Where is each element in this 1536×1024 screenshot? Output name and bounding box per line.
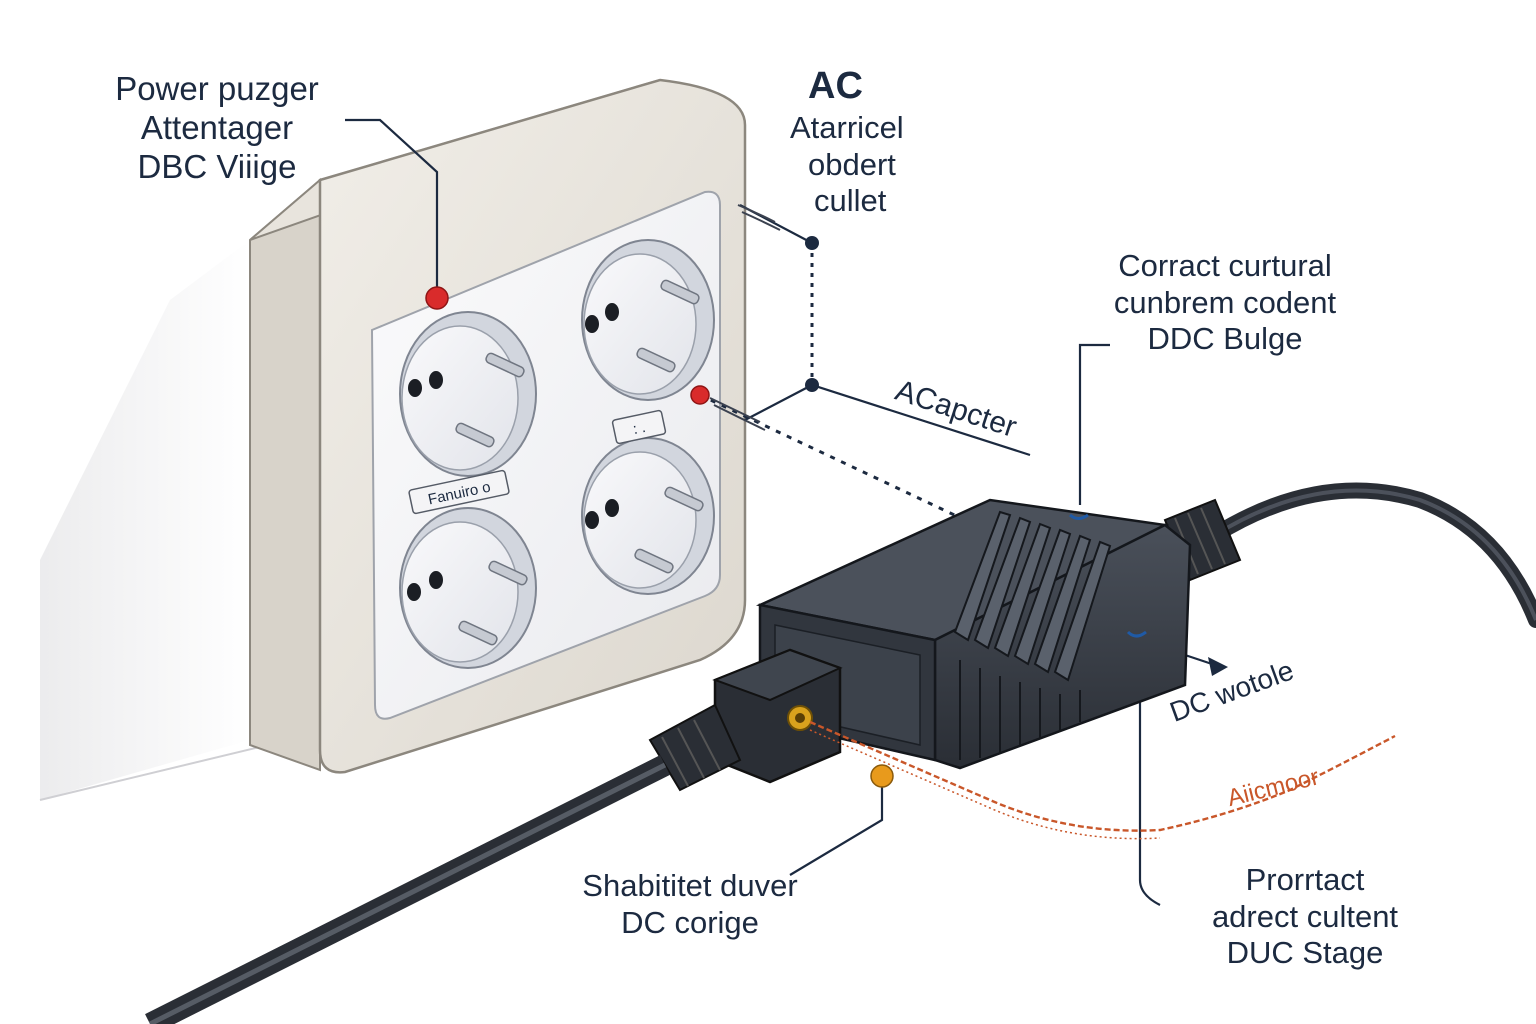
socket-bottom-left: [399, 507, 537, 669]
label-ac-outlet-line3: cullet: [814, 183, 887, 219]
leader-bottom-center: [789, 780, 884, 876]
label-top-left: Power puzger Attentager DBC Viiige: [82, 70, 352, 187]
label-right-top-line2: cunbrem codent: [1113, 284, 1337, 320]
orange-trace-wire: [809, 720, 1396, 832]
label-top-left-line2: Attentager: [140, 108, 294, 146]
leader-adapter-dashed: [699, 393, 966, 522]
leader-dot-2-icon: [805, 378, 819, 392]
leader-bottom-right: [1138, 680, 1161, 906]
outlet-tag-left: Fanuiro o: [408, 469, 510, 515]
label-right-top: Corract curtural cunbrem codent DDC Bulg…: [1070, 248, 1380, 358]
label-bottom-center-line1: Shabititet duver: [582, 868, 798, 903]
arrow-dc-wotole-icon: [1208, 657, 1228, 676]
label-bottom-right-line3: DUC Stage: [1226, 935, 1384, 971]
wall-outlet-icon: Fanuiro o : .: [249, 78, 747, 774]
label-right-top-line3: DDC Bulge: [1147, 321, 1303, 357]
label-bottom-center: Shabititet duver DC corige: [540, 868, 840, 941]
label-bottom-center-line2: DC corige: [621, 904, 759, 940]
adapter-ribs: [953, 510, 1112, 760]
label-ac-outlet-line1: Atarricel: [790, 110, 904, 145]
marker-red-mid-icon: [690, 385, 710, 405]
marker-red-top-icon: [425, 286, 449, 310]
label-top-left-line1: Power puzger: [115, 70, 319, 107]
outlet-plate-side: [249, 177, 321, 772]
label-right-top-line1: Corract curtural: [1118, 248, 1332, 283]
label-ac-outlet: Atarricel obdert cullet: [790, 110, 970, 220]
label-adaptor: ACapcter: [891, 374, 1020, 444]
leader-dot-1-icon: [805, 236, 819, 250]
leader-top-left: [345, 118, 439, 296]
power-adapter-icon: [648, 482, 1536, 792]
marker-orange-icon: [870, 764, 894, 788]
label-orange-trace: Aiicmoor: [1225, 763, 1322, 812]
label-bottom-right-line1: Prorrtact: [1245, 862, 1365, 897]
socket-top-right: [581, 239, 715, 401]
socket-top-left: [399, 311, 537, 477]
wire-end-top: [737, 204, 781, 231]
left-strain-relief: [648, 703, 742, 792]
adapter-logo-mark-icon: [1069, 513, 1089, 520]
socket-bottom-right: [581, 437, 715, 595]
wall-shadow: [40, 240, 250, 800]
wire-end-mid: [709, 397, 766, 431]
outlet-tag-right: : .: [611, 409, 667, 445]
leader-right-top: [1078, 343, 1110, 505]
label-bottom-right-line2: adrect cultent: [1211, 898, 1399, 934]
label-ac-title: AC: [808, 65, 863, 107]
label-top-left-line3: DBC Viiige: [137, 147, 297, 185]
label-bottom-right: Prorrtact adrect cultent DUC Stage: [1160, 862, 1450, 972]
adapter-side-mark-icon: [1126, 630, 1147, 638]
label-ac-outlet-line2: obdert: [808, 146, 896, 182]
outlet-tag-right-text: : .: [631, 419, 647, 438]
